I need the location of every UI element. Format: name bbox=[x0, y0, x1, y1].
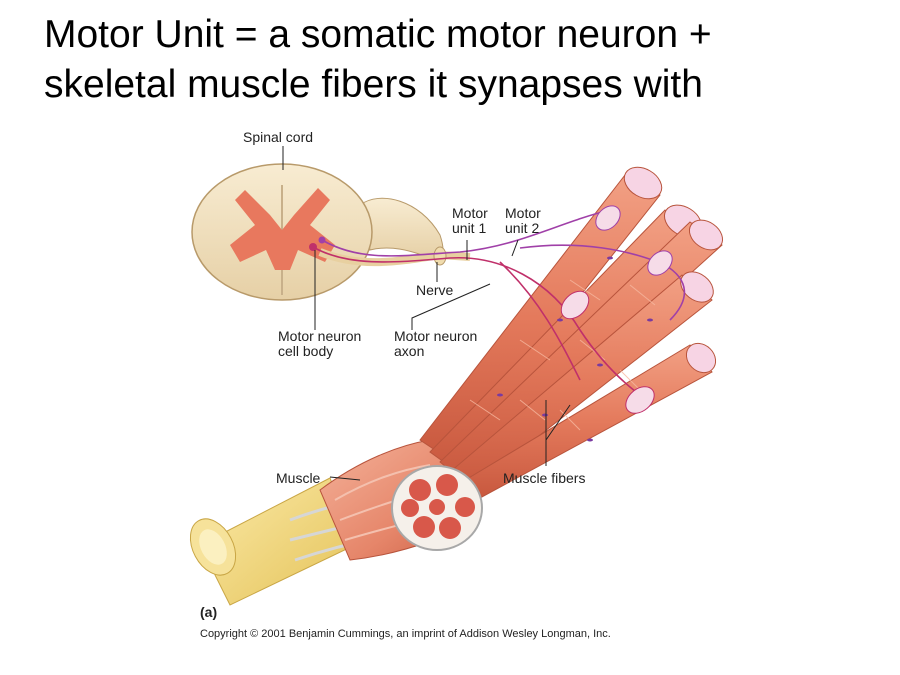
label-motor-unit-1-a: Motor bbox=[452, 205, 488, 221]
neuromuscular-junctions bbox=[560, 205, 673, 414]
label-motor-unit-1-b: unit 1 bbox=[452, 220, 486, 236]
motor-unit-2-axon bbox=[321, 209, 611, 257]
spinal-cord bbox=[191, 163, 444, 301]
label-cell-body-b: cell body bbox=[278, 343, 333, 359]
label-cell-body-a: Motor neuron bbox=[278, 328, 361, 344]
title-line-1: Motor Unit = a somatic motor neuron + bbox=[44, 13, 712, 56]
motor-unit-1-axon bbox=[312, 246, 641, 396]
copyright: Copyright © 2001 Benjamin Cummings, an i… bbox=[200, 628, 611, 640]
label-panel: (a) bbox=[200, 604, 217, 620]
label-motor-unit-2-b: unit 2 bbox=[505, 220, 539, 236]
label-muscle-fibers: Muscle fibers bbox=[503, 470, 585, 486]
label-motor-unit-2-a: Motor bbox=[505, 205, 541, 221]
muscle-cross-section bbox=[391, 465, 483, 551]
motor-unit-1-branch bbox=[499, 261, 581, 381]
gray-matter bbox=[230, 188, 335, 270]
muscle-fibers bbox=[419, 166, 724, 499]
fiber-4 bbox=[449, 271, 714, 491]
label-axon-b: axon bbox=[394, 343, 424, 359]
label-muscle: Muscle bbox=[276, 470, 321, 486]
title-line-2: skeletal muscle fibers it synapses with bbox=[44, 63, 703, 106]
label-axon-a: Motor neuron bbox=[394, 328, 477, 344]
label-nerve: Nerve bbox=[416, 282, 454, 298]
slide-title: Motor Unit = a somatic motor neuron + sk… bbox=[44, 10, 884, 110]
label-spinal-cord: Spinal cord bbox=[243, 129, 313, 145]
